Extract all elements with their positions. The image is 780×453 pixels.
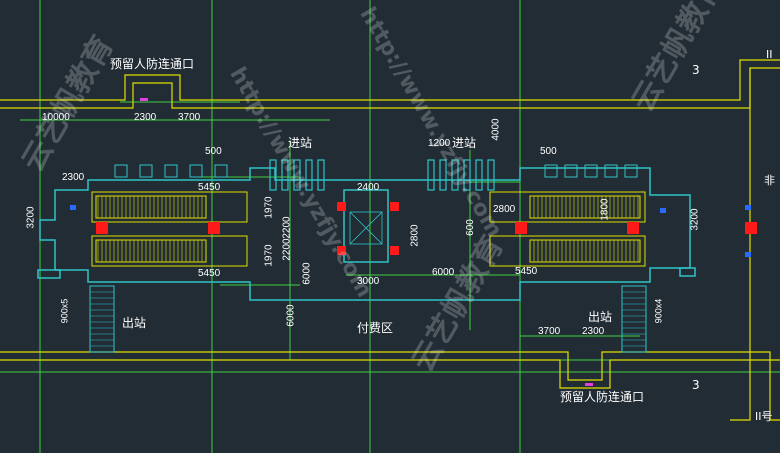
- label-exit-left: 出站: [122, 316, 147, 330]
- dim: 2300: [134, 112, 157, 123]
- dim: 900x5: [59, 298, 70, 324]
- dim: 6000: [432, 267, 455, 278]
- dim: 3700: [538, 326, 561, 337]
- dim: 10000: [42, 112, 70, 123]
- dim: 2400: [357, 182, 380, 193]
- escalator-right: [489, 191, 646, 267]
- label-exit-right: 出站: [588, 310, 613, 324]
- dim: 3000: [357, 276, 380, 287]
- dim: 2800: [493, 204, 516, 215]
- escalator-left: [91, 191, 248, 267]
- dim: 900x4: [653, 298, 664, 324]
- dim: 1800: [599, 198, 611, 221]
- dim: 2200: [281, 216, 293, 239]
- dim: 5450: [515, 266, 538, 277]
- exit-stairs: [89, 285, 647, 353]
- dim: 3200: [25, 206, 37, 229]
- label-entry-left: 进站: [288, 136, 313, 150]
- dim: 3200: [689, 208, 701, 231]
- dim: 6000: [301, 262, 313, 285]
- axis-II: II: [766, 48, 773, 61]
- gates: [269, 159, 495, 191]
- label-paid-area: 付费区: [357, 321, 394, 335]
- label-fei: 非: [764, 174, 775, 187]
- dim: 2800: [409, 224, 421, 247]
- dim: 5450: [198, 182, 221, 193]
- dim: 5450: [198, 268, 221, 279]
- dim: 1970: [263, 196, 275, 219]
- dim: 500: [540, 146, 557, 157]
- station-walls: [37, 167, 696, 301]
- dim: 1200: [428, 138, 451, 149]
- axis-3-bottom: 3: [692, 378, 700, 392]
- label-entry-right: 进站: [452, 136, 477, 150]
- axis-II-num: II号: [755, 410, 773, 423]
- dim: 3700: [178, 112, 201, 123]
- dim: 2300: [62, 172, 85, 183]
- dim: 6000: [285, 304, 297, 327]
- dim: 2300: [582, 326, 605, 337]
- dim: 500: [205, 146, 222, 157]
- label-reserved-top: 预留人防连通口: [110, 57, 195, 71]
- columns: [96, 202, 757, 255]
- axis-3-top: 3: [692, 63, 700, 77]
- label-reserved-bottom: 预留人防连通口: [560, 390, 645, 404]
- dim: 2200: [281, 238, 293, 261]
- dim: 1970: [263, 244, 275, 267]
- dim: 4000: [490, 118, 502, 141]
